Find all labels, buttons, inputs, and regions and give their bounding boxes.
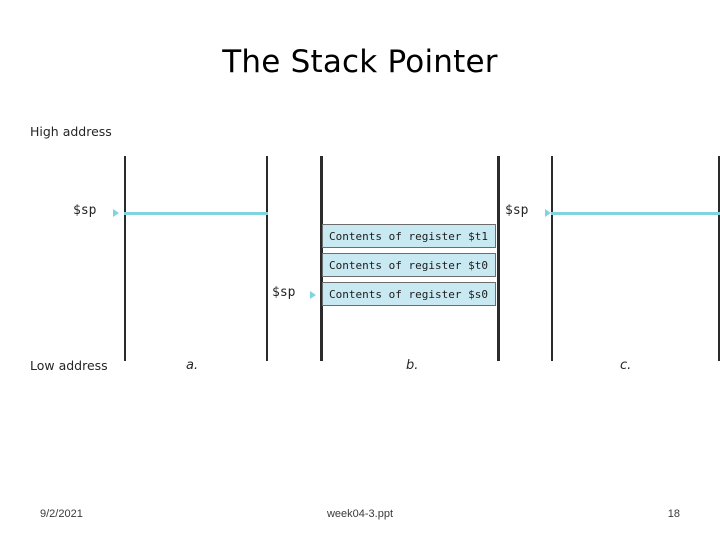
stack-cell-t0-text: Contents of register $t0 bbox=[329, 259, 488, 272]
sp-arrow-a-icon bbox=[113, 209, 119, 217]
figure-sublabel-b: b. bbox=[406, 358, 419, 373]
sp-arrow-b-icon bbox=[310, 291, 316, 299]
figure-sublabel-c: c. bbox=[620, 358, 632, 373]
sp-arrow-c-icon bbox=[545, 209, 551, 217]
stack-boundary-line-a-right bbox=[266, 156, 268, 361]
sp-rule-a bbox=[124, 212, 268, 215]
stack-boundary-line-b-right bbox=[497, 156, 500, 361]
sp-label-a: $sp bbox=[73, 203, 97, 218]
stack-cell-t0: Contents of register $t0 bbox=[322, 253, 496, 277]
footer-page-number: 18 bbox=[667, 508, 680, 520]
footer-filename: week04-3.ppt bbox=[326, 508, 394, 520]
stack-cell-s0-text: Contents of register $s0 bbox=[329, 288, 488, 301]
figure-sublabel-a: a. bbox=[186, 358, 199, 373]
sp-label-c: $sp bbox=[505, 203, 529, 218]
stack-cell-t1: Contents of register $t1 bbox=[322, 224, 496, 248]
stack-cell-s0: Contents of register $s0 bbox=[322, 282, 496, 306]
high-address-label: High address bbox=[30, 124, 112, 139]
low-address-label: Low address bbox=[30, 358, 108, 373]
slide-footer: 9/2/2021 week04-3.ppt 18 bbox=[0, 500, 720, 540]
stack-boundary-line-c-right bbox=[718, 156, 720, 361]
stack-boundary-line-a-left bbox=[124, 156, 126, 361]
page-title: The Stack Pointer bbox=[222, 44, 498, 80]
sp-rule-c bbox=[551, 212, 720, 215]
stack-boundary-line-b-left bbox=[320, 156, 323, 361]
stack-pointer-figure: High address Low address $sp Contents of… bbox=[0, 108, 720, 388]
footer-date: 9/2/2021 bbox=[40, 508, 83, 520]
stack-boundary-line-c-left bbox=[551, 156, 553, 361]
stack-cell-t1-text: Contents of register $t1 bbox=[329, 230, 488, 243]
sp-label-b: $sp bbox=[272, 285, 296, 300]
